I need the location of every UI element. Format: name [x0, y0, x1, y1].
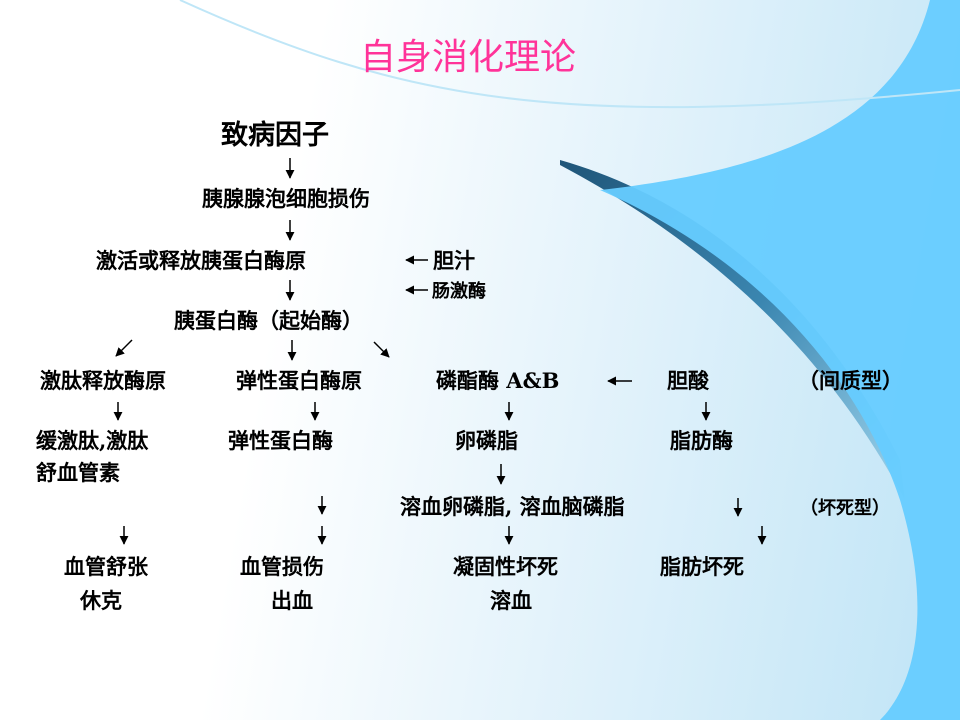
node-activate-trypsinogen: 激活或释放胰蛋白酶原 [96, 248, 306, 273]
node-bile-acid: 胆酸 [667, 368, 709, 393]
decor-thin-line [179, 0, 960, 109]
node-fat-necrosis: 脂肪坏死 [660, 554, 744, 579]
node-lecithin: 卵磷脂 [455, 428, 518, 453]
node-coag-necrosis-line1: 凝固性坏死 [453, 554, 558, 579]
node-bradykinin-line2: 舒血管素 [36, 460, 120, 485]
slide-title: 自身消化理论 [360, 37, 577, 78]
node-coag-necrosis-line2: 溶血 [490, 588, 532, 613]
node-kallikreinogen: 激肽释放酶原 [40, 368, 166, 393]
node-trypsin: 胰蛋白酶（起始酶） [174, 308, 363, 333]
node-vessel-injury-line1: 血管损伤 [240, 554, 324, 579]
decor-light-panel [600, 0, 960, 720]
node-vasodilation-line2: 休克 [80, 588, 122, 613]
node-cause: 致病因子 [221, 120, 329, 151]
node-lipase: 脂肪酶 [670, 428, 733, 453]
arrow-trypsin-to-phospholipase [373, 341, 390, 358]
node-elastase: 弹性蛋白酶 [228, 428, 333, 453]
node-vessel-injury-line2: 出血 [271, 588, 313, 613]
node-vasodilation-line1: 血管舒张 [64, 554, 148, 579]
arrow-trypsin-to-kallikreinogen [115, 339, 133, 357]
label-necrotic-type: （坏死型） [800, 498, 890, 519]
node-bradykinin-line1: 缓激肽,激肽 [36, 428, 149, 453]
node-proelastase: 弹性蛋白酶原 [236, 368, 362, 393]
node-bile: 胆汁 [433, 248, 475, 273]
node-lysolecithin: 溶血卵磷脂, 溶血脑磷脂 [400, 494, 625, 519]
node-phospholipase: 磷酯酶 A&B [436, 368, 560, 393]
node-enterokinase: 肠激酶 [432, 281, 486, 302]
node-acinar-injury: 胰腺腺泡细胞损伤 [202, 186, 370, 211]
label-interstitial-type: （间质型） [798, 368, 903, 393]
